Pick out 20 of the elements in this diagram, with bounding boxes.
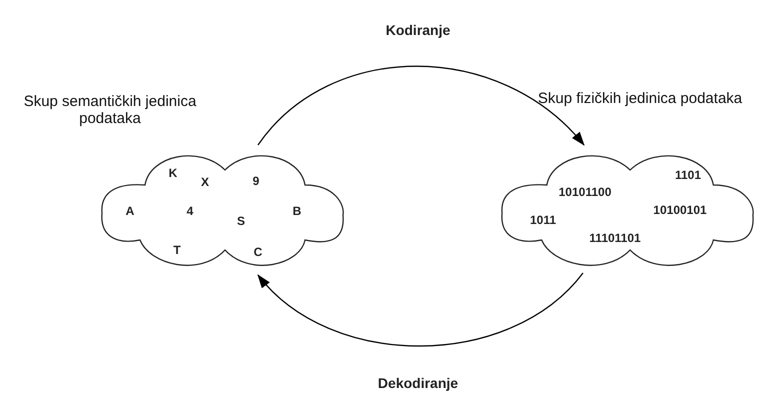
- data-item: A: [126, 204, 134, 218]
- curved-arrow: [258, 66, 585, 146]
- data-item: 10100101: [653, 203, 707, 217]
- data-item: T: [173, 243, 181, 257]
- data-item: 4: [186, 204, 194, 218]
- data-item: S: [237, 214, 245, 228]
- data-item: X: [201, 175, 209, 189]
- data-item: 11101101: [589, 231, 641, 245]
- data-item: 9: [252, 174, 260, 188]
- data-item: K: [168, 166, 178, 180]
- cloud-heading: Skup fizičkih jedinica podataka: [536, 90, 744, 107]
- edge-label: Kodiranje: [386, 22, 450, 38]
- data-item: 1101: [674, 168, 702, 182]
- data-item: C: [254, 245, 262, 259]
- data-item: 10101100: [558, 185, 612, 199]
- edge-label: Dekodiranje: [378, 375, 458, 391]
- data-item: 1011: [530, 213, 556, 227]
- data-item: B: [292, 204, 302, 218]
- cloud-heading: Skup semantičkih jedinica podataka: [22, 93, 198, 127]
- curved-arrow: [257, 272, 584, 347]
